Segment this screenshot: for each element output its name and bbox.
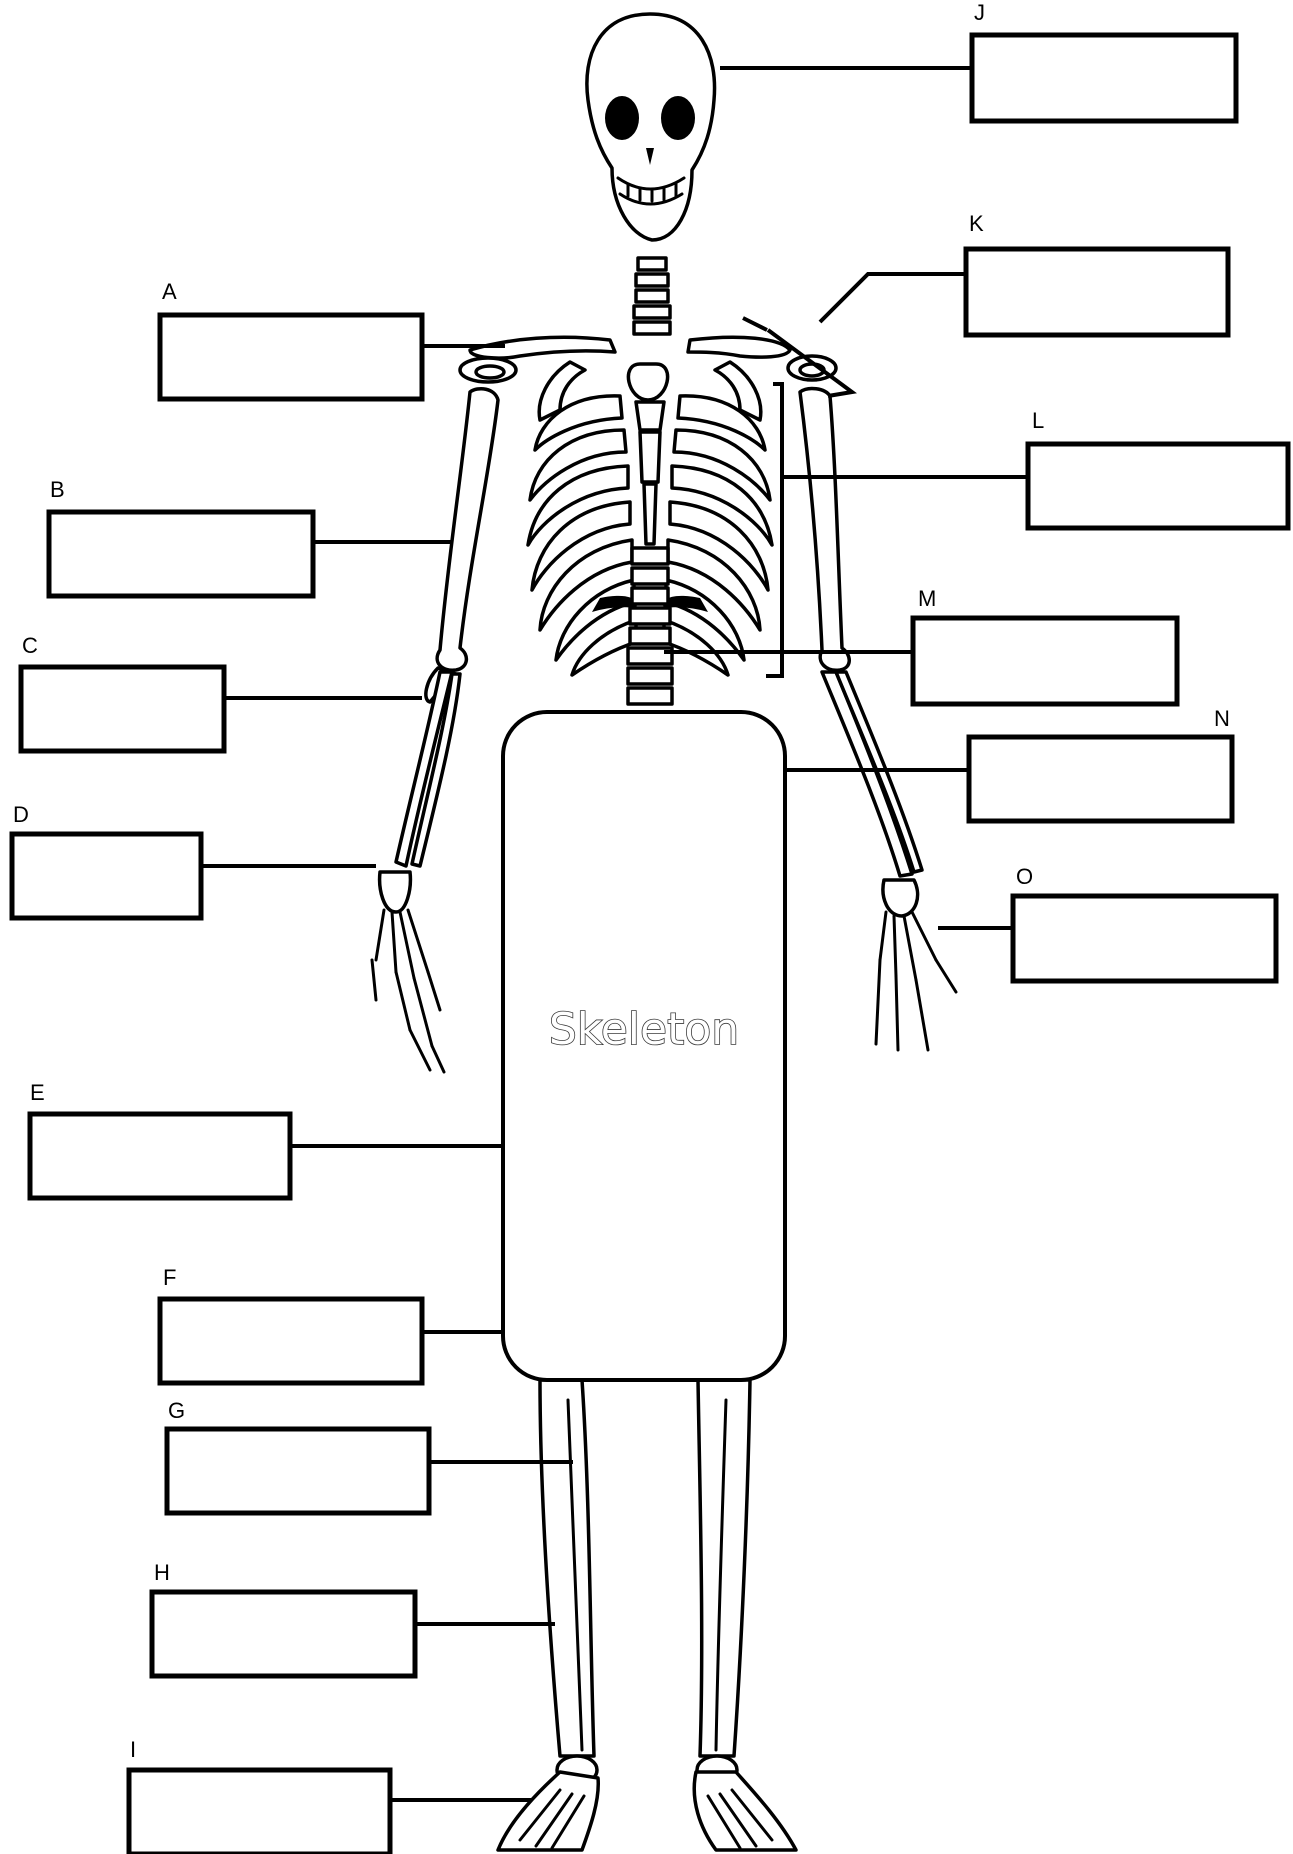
answer-box[interactable] (913, 618, 1177, 704)
answer-box[interactable] (21, 667, 224, 751)
skull (587, 14, 715, 240)
label-D[interactable]: D (12, 802, 201, 918)
label-letter: I (130, 1737, 136, 1762)
answer-box[interactable] (167, 1429, 429, 1513)
label-letter: B (50, 477, 65, 502)
label-O[interactable]: O (1013, 864, 1276, 981)
label-letter: E (30, 1080, 45, 1105)
answer-box[interactable] (129, 1770, 390, 1854)
answer-box[interactable] (972, 35, 1236, 121)
label-K[interactable]: K (966, 211, 1228, 335)
label-G[interactable]: G (167, 1398, 429, 1513)
arm-left (372, 389, 498, 1072)
label-F[interactable]: F (160, 1265, 422, 1383)
label-letter: L (1032, 408, 1044, 433)
answer-box[interactable] (152, 1592, 415, 1676)
answer-box[interactable] (49, 512, 313, 596)
answer-box[interactable] (160, 315, 422, 399)
label-letter: G (168, 1398, 185, 1423)
answer-box[interactable] (966, 249, 1228, 335)
label-N[interactable]: N (969, 706, 1232, 821)
label-E[interactable]: E (30, 1080, 290, 1198)
label-letter: M (918, 586, 936, 611)
arm-right (800, 389, 956, 1050)
answer-box[interactable] (12, 834, 201, 918)
label-letter: J (974, 0, 985, 25)
answer-box[interactable] (1013, 896, 1276, 981)
label-letter: H (154, 1560, 170, 1585)
label-letter: F (163, 1265, 176, 1290)
answer-box[interactable] (30, 1114, 290, 1198)
legs (498, 1380, 796, 1850)
label-letter: C (22, 633, 38, 658)
answer-box[interactable] (1028, 444, 1288, 528)
bracket-k-end (743, 318, 767, 330)
label-J[interactable]: J (972, 0, 1236, 121)
label-letter: N (1214, 706, 1230, 731)
answer-box[interactable] (160, 1299, 422, 1383)
answer-box[interactable] (969, 737, 1232, 821)
label-I[interactable]: I (129, 1737, 390, 1854)
label-M[interactable]: M (913, 586, 1177, 704)
label-A[interactable]: A (160, 279, 422, 399)
label-L[interactable]: L (1028, 408, 1288, 528)
title-panel: Skeleton (503, 712, 785, 1380)
label-letter: D (13, 802, 29, 827)
label-letter: A (162, 279, 177, 304)
label-letter: K (969, 211, 984, 236)
label-H[interactable]: H (152, 1560, 415, 1676)
label-C[interactable]: C (21, 633, 224, 751)
label-letter: O (1016, 864, 1033, 889)
neck-vertebrae (634, 258, 670, 334)
diagram-title: Skeleton (549, 1004, 739, 1055)
label-B[interactable]: B (49, 477, 313, 596)
